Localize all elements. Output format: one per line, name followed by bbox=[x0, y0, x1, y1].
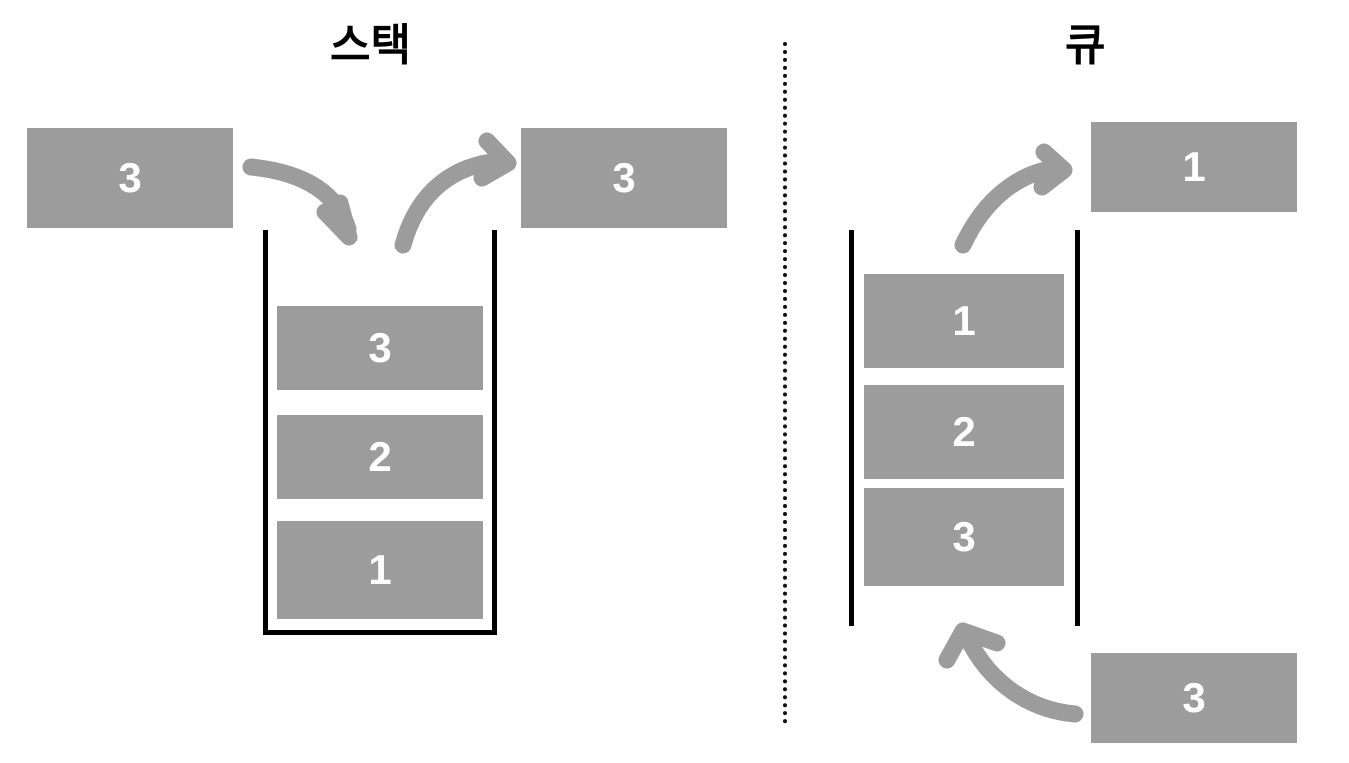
queue-dequeue-arrow bbox=[954, 159, 1067, 254]
queue-enqueue-arrow bbox=[958, 628, 1084, 723]
queue-enqueue-arrowhead bbox=[938, 622, 1006, 669]
stack-item-2: 1 bbox=[277, 521, 483, 619]
queue-item-1: 2 bbox=[864, 385, 1064, 479]
stack-output-box: 3 bbox=[521, 128, 727, 228]
queue-output-box: 1 bbox=[1091, 122, 1297, 212]
stack-container-right-line bbox=[492, 230, 497, 635]
queue-item-0: 1 bbox=[864, 274, 1064, 368]
stack-push-arrow bbox=[242, 158, 357, 238]
queue-container-left-line bbox=[849, 230, 854, 626]
section-divider bbox=[783, 42, 787, 724]
stack-container-left-line bbox=[263, 230, 268, 635]
queue-input-box: 3 bbox=[1091, 653, 1297, 743]
stack-push-arrowhead bbox=[316, 194, 358, 246]
stack-title: 스택 bbox=[330, 21, 411, 70]
stack-item-1: 2 bbox=[277, 415, 483, 499]
queue-dequeue-arrowhead bbox=[1033, 143, 1073, 196]
queue-item-2: 3 bbox=[864, 488, 1064, 586]
queue-container-right-line bbox=[1075, 230, 1080, 626]
stack-pop-arrowhead bbox=[473, 132, 517, 187]
stack-input-box: 3 bbox=[27, 128, 233, 228]
stack-item-0: 3 bbox=[277, 306, 483, 390]
queue-title: 큐 bbox=[1065, 21, 1106, 70]
stack-container-bottom-line bbox=[263, 630, 497, 635]
stack-pop-arrow bbox=[394, 152, 509, 254]
